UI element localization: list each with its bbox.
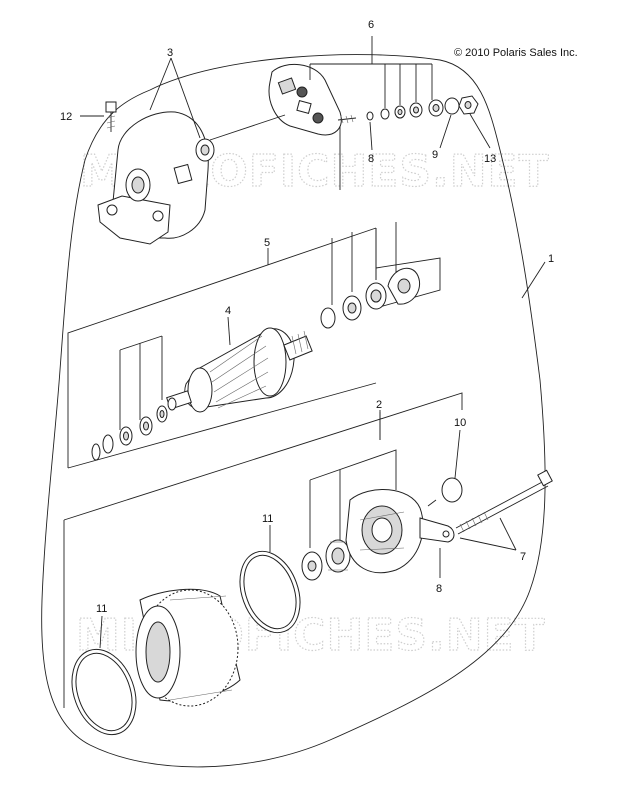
callout-12: 12	[60, 111, 72, 123]
callout-13: 13	[484, 153, 496, 165]
drive-end-group-frame	[63, 392, 463, 708]
armature-group-frame	[67, 222, 441, 469]
callout-11-upper: 11	[262, 513, 273, 525]
plug-icon	[427, 477, 463, 507]
callout-9: 9	[432, 149, 438, 161]
callout-3: 3	[167, 47, 173, 59]
bolt-icon	[105, 101, 117, 132]
thrust-washers-left-icon	[91, 405, 168, 461]
callout-11-lower: 11	[96, 603, 107, 615]
o-ring-upper-icon	[239, 550, 301, 634]
end-cover-icon	[97, 111, 209, 245]
bushing-icon	[195, 138, 215, 162]
callout-5: 5	[264, 237, 270, 249]
washer-stack-icon	[366, 95, 479, 121]
drive-end-cover-icon	[345, 489, 455, 574]
brush-holder-icon	[268, 63, 357, 136]
callout-8-top: 8	[368, 153, 374, 165]
yoke-housing-icon	[135, 588, 241, 707]
callout-4: 4	[225, 305, 231, 317]
starter-assembly-outline	[41, 54, 546, 768]
o-ring-lower-icon	[71, 648, 137, 736]
callout-8-bottom: 8	[436, 583, 442, 595]
copyright-notice: © 2010 Polaris Sales Inc.	[454, 47, 578, 59]
callout-7: 7	[520, 551, 526, 563]
through-bolt-icon	[455, 469, 553, 535]
leaders-top	[80, 36, 491, 190]
thrust-washers-right-icon	[320, 267, 420, 329]
leaders-lower	[99, 261, 546, 649]
callout-1: 1	[548, 253, 554, 265]
bearing-icon	[301, 539, 351, 581]
callout-6: 6	[368, 19, 374, 31]
armature-icon	[166, 327, 313, 413]
callout-2: 2	[376, 399, 382, 411]
leader-4	[227, 316, 231, 346]
callout-10: 10	[454, 417, 466, 429]
